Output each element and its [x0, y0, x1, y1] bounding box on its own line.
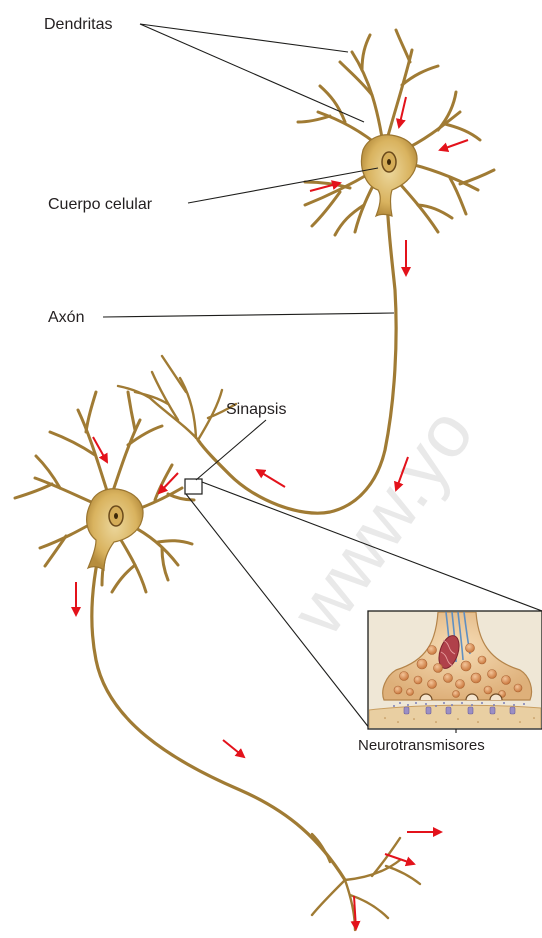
cell-body-label: Cuerpo celular [48, 196, 153, 213]
synapse-zoom-inset [368, 611, 542, 730]
upper-neuron-axon [198, 198, 396, 513]
axon-leader [103, 313, 394, 317]
neurotransmitters-label: Neurotransmisores [358, 737, 485, 754]
synapse-highlight-box [185, 479, 202, 494]
upper-neuron-cell-body [361, 135, 417, 216]
axon-label: Axón [48, 309, 84, 326]
lower-neuron [15, 392, 420, 930]
arrow-icon [223, 740, 244, 757]
synapse-label: Sinapsis [226, 401, 286, 418]
dendrites-label: Dendritas [44, 16, 112, 33]
lower-neuron-cell-body [87, 489, 143, 570]
arrow-icon [257, 470, 285, 487]
arrow-icon [385, 854, 414, 864]
arrow-icon [399, 97, 406, 127]
upper-neuron-dendrites [298, 30, 494, 235]
arrow-icon [440, 140, 468, 150]
